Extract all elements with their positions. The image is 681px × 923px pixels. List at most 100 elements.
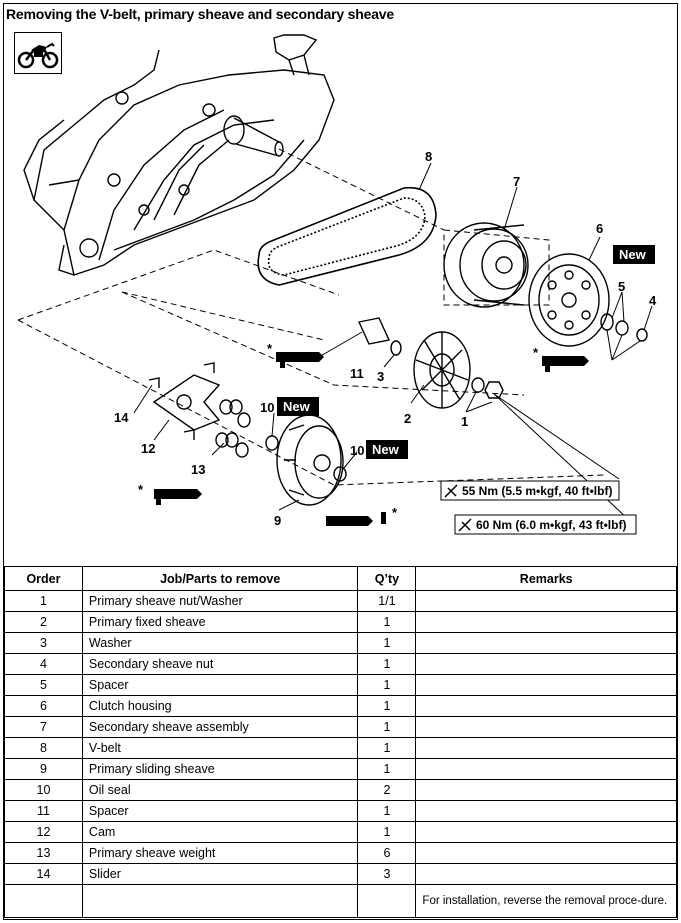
cell-order: 12: [4, 821, 83, 843]
crankshaft-illustration: [223, 115, 284, 157]
torque-spec-1: 55 Nm (5.5 m•kgf, 40 ft•lbf): [440, 480, 620, 501]
header-remarks: Remarks: [415, 566, 677, 591]
cell-order: 8: [4, 737, 83, 759]
cell-order: 5: [4, 674, 83, 696]
new-tag-oil-seal-b: New: [366, 440, 408, 459]
cell-order: 10: [4, 779, 83, 801]
callout-3: 3: [377, 369, 384, 384]
callout-7: 7: [513, 174, 520, 189]
cell-part: Primary fixed sheave: [81, 611, 359, 633]
svg-text:60 Nm (6.0 m•kgf, 43 ft•lbf): 60 Nm (6.0 m•kgf, 43 ft•lbf): [476, 518, 626, 532]
cell-order: 4: [4, 653, 83, 675]
callout-4: 4: [649, 293, 657, 308]
cell-qty: 3: [357, 863, 417, 885]
primary-sliding-sheave-illustration: [276, 414, 344, 506]
exploded-parts-diagram: * * * *: [4, 30, 677, 566]
table-row-final-remark: For installation, reverse the removal pr…: [4, 884, 677, 918]
asterisk-4: *: [392, 505, 398, 520]
cell-remarks: [415, 632, 677, 654]
svg-text:New: New: [283, 399, 311, 414]
clutch-housing-illustration: [528, 253, 610, 347]
cell-order: 1: [4, 590, 83, 612]
cell-remarks: [415, 590, 677, 612]
asterisk-1: *: [267, 341, 273, 356]
sheave-weights-illustration: [215, 399, 251, 458]
callout-6: 6: [596, 221, 603, 236]
header-qty: Q’ty: [357, 566, 417, 591]
cell-qty: 1: [357, 716, 417, 738]
new-tag-oil-seal-a: New: [277, 397, 319, 416]
cell-part: Cam: [81, 821, 359, 843]
cell-remarks: [415, 716, 677, 738]
cell-qty: 1: [357, 674, 417, 696]
cell-part: Spacer: [81, 800, 359, 822]
cell-order: 6: [4, 695, 83, 717]
cell-empty: [81, 884, 359, 918]
cell-part: Primary sliding sheave: [81, 758, 359, 780]
cell-order: 3: [4, 632, 83, 654]
cell-qty: 1: [357, 758, 417, 780]
new-tag-secondary: New: [613, 245, 655, 264]
cell-remarks: [415, 653, 677, 675]
cell-qty: 1: [357, 695, 417, 717]
leader-lines: [133, 162, 653, 521]
cell-part: Washer: [81, 632, 359, 654]
cell-part: Slider: [81, 863, 359, 885]
svg-text:New: New: [372, 442, 400, 457]
cell-qty: 6: [357, 842, 417, 864]
cell-remarks: [415, 779, 677, 801]
cell-qty: 1: [357, 632, 417, 654]
cell-qty: 1: [357, 821, 417, 843]
grease-gun-icons: [154, 352, 589, 526]
cell-qty: 2: [357, 779, 417, 801]
callout-2: 2: [404, 411, 411, 426]
callout-11: 11: [350, 366, 364, 381]
secondary-sheave-illustration: [443, 222, 529, 308]
cell-remarks: [415, 863, 677, 885]
cell-empty: [357, 884, 417, 918]
cell-remarks: [415, 800, 677, 822]
cam-slider-illustration: [148, 362, 221, 440]
asterisk-2: *: [533, 345, 539, 360]
header-job-parts: Job/Parts to remove: [81, 566, 359, 591]
cell-part: V-belt: [81, 737, 359, 759]
primary-nut-washer-illustration: [471, 377, 504, 399]
callout-9: 9: [274, 513, 281, 528]
callout-13: 13: [191, 462, 205, 477]
cell-qty: 1: [357, 800, 417, 822]
cell-part: Primary sheave nut/Washer: [81, 590, 359, 612]
cell-qty: 1: [357, 611, 417, 633]
page-frame: [3, 3, 678, 920]
cell-remarks: [415, 737, 677, 759]
header-order: Order: [4, 566, 83, 591]
final-remark: For installation, reverse the removal pr…: [415, 884, 677, 918]
guide-lines: [17, 148, 605, 486]
cell-order: 2: [4, 611, 83, 633]
cell-remarks: [415, 611, 677, 633]
cell-order: 13: [4, 842, 83, 864]
callout-12: 12: [141, 441, 155, 456]
cell-qty: 1: [357, 653, 417, 675]
cell-qty: 1: [357, 737, 417, 759]
cell-order: 11: [4, 800, 83, 822]
cell-remarks: [415, 758, 677, 780]
cell-remarks: [415, 674, 677, 696]
svg-text:55 Nm (5.5 m•kgf, 40 ft•lbf): 55 Nm (5.5 m•kgf, 40 ft•lbf): [462, 484, 612, 498]
v-belt-illustration: [257, 186, 437, 286]
cell-qty: 1/1: [357, 590, 417, 612]
page-title: Removing the V-belt, primary sheave and …: [6, 6, 394, 22]
spacer-washer-illustration: [357, 317, 402, 356]
cell-part: Spacer: [81, 674, 359, 696]
